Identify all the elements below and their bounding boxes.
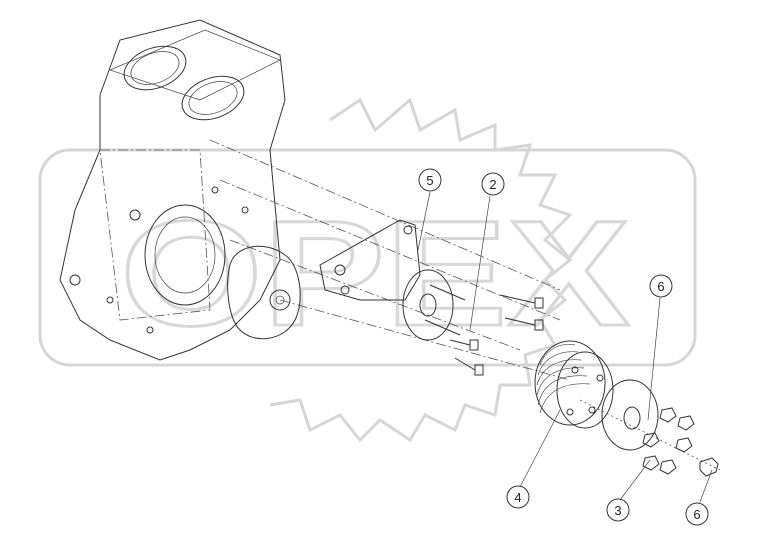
nut-4 xyxy=(675,437,693,453)
callout-4: 4 xyxy=(506,485,530,509)
fan-hub-center xyxy=(419,293,437,317)
leader-6-bottom xyxy=(699,469,713,503)
cylinder-bore-2 xyxy=(181,75,245,121)
fan-hub xyxy=(402,269,466,341)
callout-label: 5 xyxy=(426,173,433,188)
spacer-plate xyxy=(601,379,659,451)
nuts xyxy=(642,407,695,475)
bolt-2 xyxy=(504,317,544,331)
block-boss-6 xyxy=(241,206,249,214)
block-boss-5 xyxy=(211,186,219,194)
spacer-plate-outline xyxy=(601,379,659,451)
centerline-5 xyxy=(579,399,721,471)
watermark-banner xyxy=(38,148,697,367)
centerline-4 xyxy=(229,239,521,351)
small-fitting xyxy=(699,457,719,477)
engine-block-top-deck xyxy=(109,29,281,101)
fan-bracket-outline xyxy=(319,219,421,301)
callout-label: 6 xyxy=(657,279,664,294)
hub-stud-1 xyxy=(429,284,466,301)
nut-2 xyxy=(677,415,695,431)
cylinder-bore-1-inner xyxy=(130,51,180,85)
callout-label: 4 xyxy=(514,490,521,505)
fan-bracket xyxy=(319,219,421,301)
block-front-face xyxy=(99,149,211,321)
callout-label: 2 xyxy=(489,177,496,192)
callout-6-bottom: 6 xyxy=(685,502,709,526)
centerline-1 xyxy=(209,139,561,291)
engine-block xyxy=(59,19,286,361)
leader-5 xyxy=(417,191,431,251)
leader-2 xyxy=(469,195,491,331)
leader-3 xyxy=(619,459,651,501)
fan-hub-flange xyxy=(402,269,454,341)
pulley-hole-2 xyxy=(596,374,604,382)
engine-block-outline xyxy=(59,19,286,361)
callout-3: 3 xyxy=(606,498,630,522)
pulley xyxy=(534,340,614,429)
nut-1 xyxy=(659,407,677,423)
block-boss-2 xyxy=(69,274,81,286)
water-pump-hub xyxy=(269,289,291,311)
watermark: OPEX xyxy=(38,97,697,443)
nut-6 xyxy=(659,459,677,475)
small-fitting-outline xyxy=(699,457,719,477)
nut-3 xyxy=(642,432,660,448)
fan-bracket-hole-3 xyxy=(403,225,413,235)
crank-opening xyxy=(144,204,226,306)
pulley-hole-3 xyxy=(588,406,596,414)
bolts xyxy=(449,294,544,376)
fan-bracket-hole-2 xyxy=(340,285,350,295)
crank-opening-inner xyxy=(154,216,216,294)
pulley-hole-1 xyxy=(571,366,579,374)
watermark-text: OPEX xyxy=(120,189,630,357)
callout-6-top: 6 xyxy=(649,274,673,298)
cylinder-bore-1 xyxy=(123,45,187,91)
spacer-plate-center xyxy=(623,406,641,430)
nut-5 xyxy=(642,455,660,471)
pulley-rim-back xyxy=(534,340,606,426)
hub-stud-2 xyxy=(424,319,461,336)
water-pump-hub-inner xyxy=(275,295,285,305)
water-pump-housing xyxy=(227,245,301,340)
water-pump xyxy=(227,245,301,340)
cylinder-bore-2-inner xyxy=(188,81,238,115)
bolt-1 xyxy=(499,294,544,309)
watermark-gear-outline xyxy=(269,97,573,443)
bolt-3 xyxy=(449,339,479,351)
fan-bracket-hole-1 xyxy=(334,264,346,276)
leader-6-top xyxy=(647,297,661,421)
centerline-2 xyxy=(219,179,561,321)
bolt-4 xyxy=(454,357,484,376)
callout-label: 3 xyxy=(614,503,621,518)
callout-5: 5 xyxy=(418,168,442,192)
pulley-face xyxy=(556,351,614,429)
callout-2: 2 xyxy=(481,172,505,196)
pulley-hole-4 xyxy=(566,408,574,416)
block-boss-4 xyxy=(146,326,154,334)
block-boss-1 xyxy=(129,209,141,221)
callout-label: 6 xyxy=(693,507,700,522)
block-boss-3 xyxy=(106,296,114,304)
leader-lines xyxy=(417,191,713,503)
leader-4 xyxy=(519,409,561,488)
pulley-grooves xyxy=(536,344,591,414)
